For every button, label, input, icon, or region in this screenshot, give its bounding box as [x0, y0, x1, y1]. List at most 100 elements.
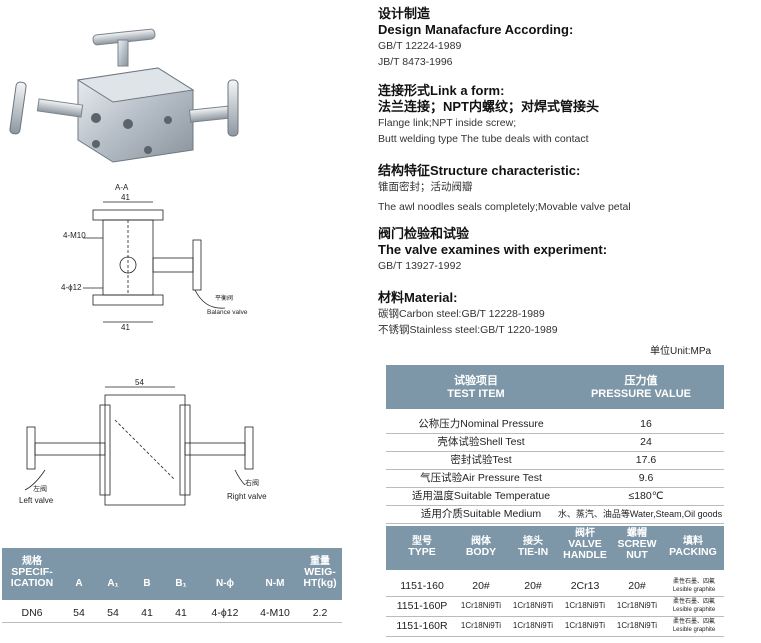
- left-valve-en: Left valve: [19, 496, 54, 505]
- design-subtitle: Design Manafacfure According:: [378, 22, 574, 37]
- cell-nut: 1Cr18Ni9Ti: [616, 601, 658, 610]
- dimension-row: DN6 54 54 41 41 4-ϕ12 4-M10 2.2: [2, 604, 342, 623]
- spec-section-material: 材料Material: 碳钢Carbon steel:GB/T 12228-19…: [378, 290, 758, 338]
- col-b: B: [143, 578, 151, 589]
- col-a1: A₁: [107, 578, 119, 589]
- model-row: 1151-160P 1Cr18Ni9Ti 1Cr18Ni9Ti 1Cr18Ni9…: [386, 596, 724, 617]
- pressure-row: 壳体试验Shell Test 24: [386, 433, 724, 452]
- material-line-1: 碳钢Carbon steel:GB/T 12228-1989: [378, 308, 545, 320]
- pressure-value: ≤180℃: [628, 490, 664, 502]
- test-line-1: GB/T 13927-1992: [378, 260, 462, 272]
- cell-body: 20#: [472, 580, 490, 592]
- pressure-item: 公称压力Nominal Pressure: [418, 418, 544, 430]
- cell-handle: 2Cr13: [570, 580, 600, 592]
- unit-label: 单位Unit:MPa: [650, 346, 712, 357]
- col-n-m: N-M: [265, 578, 285, 589]
- pressure-item: 壳体试验Shell Test: [437, 436, 525, 448]
- cell-handle: 1Cr18Ni9Ti: [564, 601, 606, 610]
- cell-body: 1Cr18Ni9Ti: [460, 621, 502, 630]
- dim-bottom: 41: [121, 323, 130, 332]
- pressure-value: 24: [640, 436, 652, 448]
- cell-packing: 柔性石墨、四氟 Lesible graphite: [672, 619, 716, 633]
- balance-label-cn: 平衡阀: [215, 294, 233, 302]
- section-drawing: A-A 41 4-M10 4-ϕ12 41 平衡阀 Balance valve: [55, 180, 255, 340]
- pressure-row: 密封试验Test 17.6: [386, 451, 724, 470]
- cell-type: 1151-160: [400, 580, 444, 592]
- pressure-row: 适用介质Suitable Medium 水、蒸汽、油品等Water,Steam,…: [386, 505, 724, 524]
- spec-section-test: 阀门检验和试验 The valve examines with experime…: [378, 226, 758, 274]
- pressure-value: 17.6: [635, 454, 657, 466]
- structure-line-2: The awl noodles seals completely;Movable…: [378, 201, 631, 213]
- product-photo: [8, 20, 253, 170]
- right-valve-cn: 右阀: [245, 478, 259, 487]
- cell-n-phi: 4-ϕ12: [211, 607, 239, 619]
- pressure-row: 气压试验Air Pressure Test 9.6: [386, 469, 724, 488]
- test-title: 阀门检验和试验: [378, 226, 470, 241]
- structure-title: 结构特征Structure characteristic:: [378, 163, 581, 178]
- col-a: A: [75, 578, 83, 589]
- cell-body: 1Cr18Ni9Ti: [460, 601, 502, 610]
- connection-line-2: Butt welding type The tube deals with co…: [378, 133, 589, 145]
- cell-tiein: 1Cr18Ni9Ti: [512, 601, 554, 610]
- left-valve-cn: 左阀: [33, 484, 47, 493]
- pressure-row: 公称压力Nominal Pressure 16: [386, 415, 724, 434]
- col-n-phi: N-ϕ: [215, 578, 235, 589]
- cell-packing: 柔性石墨、四氟 Lesible graphite: [672, 599, 716, 613]
- material-line-2: 不锈钢Stainless steel:GB/T 1220-1989: [378, 324, 558, 336]
- connection-title: 连接形式Link a form:: [378, 83, 505, 98]
- pressure-value: 9.6: [638, 472, 654, 484]
- pressure-value: 水、蒸汽、油品等Water,Steam,Oil goods: [557, 509, 723, 519]
- connection-line-1: Flange link;NPT inside screw;: [378, 117, 517, 129]
- pressure-value: 16: [640, 418, 652, 430]
- pressure-item: 适用介质Suitable Medium: [420, 508, 542, 520]
- dim-54: 54: [135, 378, 144, 387]
- spec-section-connection: 连接形式Link a form: 法兰连接；NPT内螺纹；对焊式管接头 Flan…: [378, 83, 758, 147]
- pressure-item: 气压试验Air Pressure Test: [420, 472, 542, 484]
- cell-tiein: 20#: [524, 580, 542, 592]
- section-label: A-A: [115, 183, 129, 192]
- test-subtitle: The valve examines with experiment:: [378, 242, 608, 257]
- label-m10: 4-M10: [63, 231, 86, 240]
- model-row: 1151-160R 1Cr18Ni9Ti 1Cr18Ni9Ti 1Cr18Ni9…: [386, 616, 724, 637]
- design-line-1: GB/T 12224-1989: [378, 40, 462, 52]
- cell-handle: 1Cr18Ni9Ti: [564, 621, 606, 630]
- col-b1: B₁: [175, 578, 187, 589]
- cell-nut: 1Cr18Ni9Ti: [616, 621, 658, 630]
- cell-a: 54: [73, 607, 85, 619]
- cell-a1: 54: [107, 607, 119, 619]
- spec-section-design: 设计制造 Design Manafacfure According: GB/T …: [378, 6, 748, 70]
- connection-subtitle: 法兰连接；NPT内螺纹；对焊式管接头: [378, 99, 600, 114]
- right-valve-en: Right valve: [227, 492, 267, 501]
- cell-spec: DN6: [21, 607, 43, 619]
- spec-section-structure: 结构特征Structure characteristic: 锥面密封；活动阀瓣 …: [378, 163, 758, 215]
- cell-b1: 41: [175, 607, 187, 619]
- structure-line-1: 锥面密封；活动阀瓣: [378, 181, 473, 193]
- cell-packing: 柔性石墨、四氟 Lesible graphite: [672, 579, 716, 593]
- cell-weight: 2.2: [312, 607, 328, 619]
- cell-type: 1151-160R: [396, 620, 448, 632]
- label-hole: 4-ϕ12: [61, 283, 82, 292]
- pressure-item: 适用温度Suitable Temperatue: [411, 490, 551, 502]
- pressure-item: 密封试验Test: [450, 454, 512, 466]
- cell-tiein: 1Cr18Ni9Ti: [512, 621, 554, 630]
- design-title: 设计制造: [378, 6, 431, 21]
- dim-top: 41: [121, 193, 130, 202]
- balance-label-en: Balance valve: [207, 309, 248, 316]
- pressure-row: 适用温度Suitable Temperatue ≤180℃: [386, 487, 724, 506]
- cell-b: 41: [141, 607, 153, 619]
